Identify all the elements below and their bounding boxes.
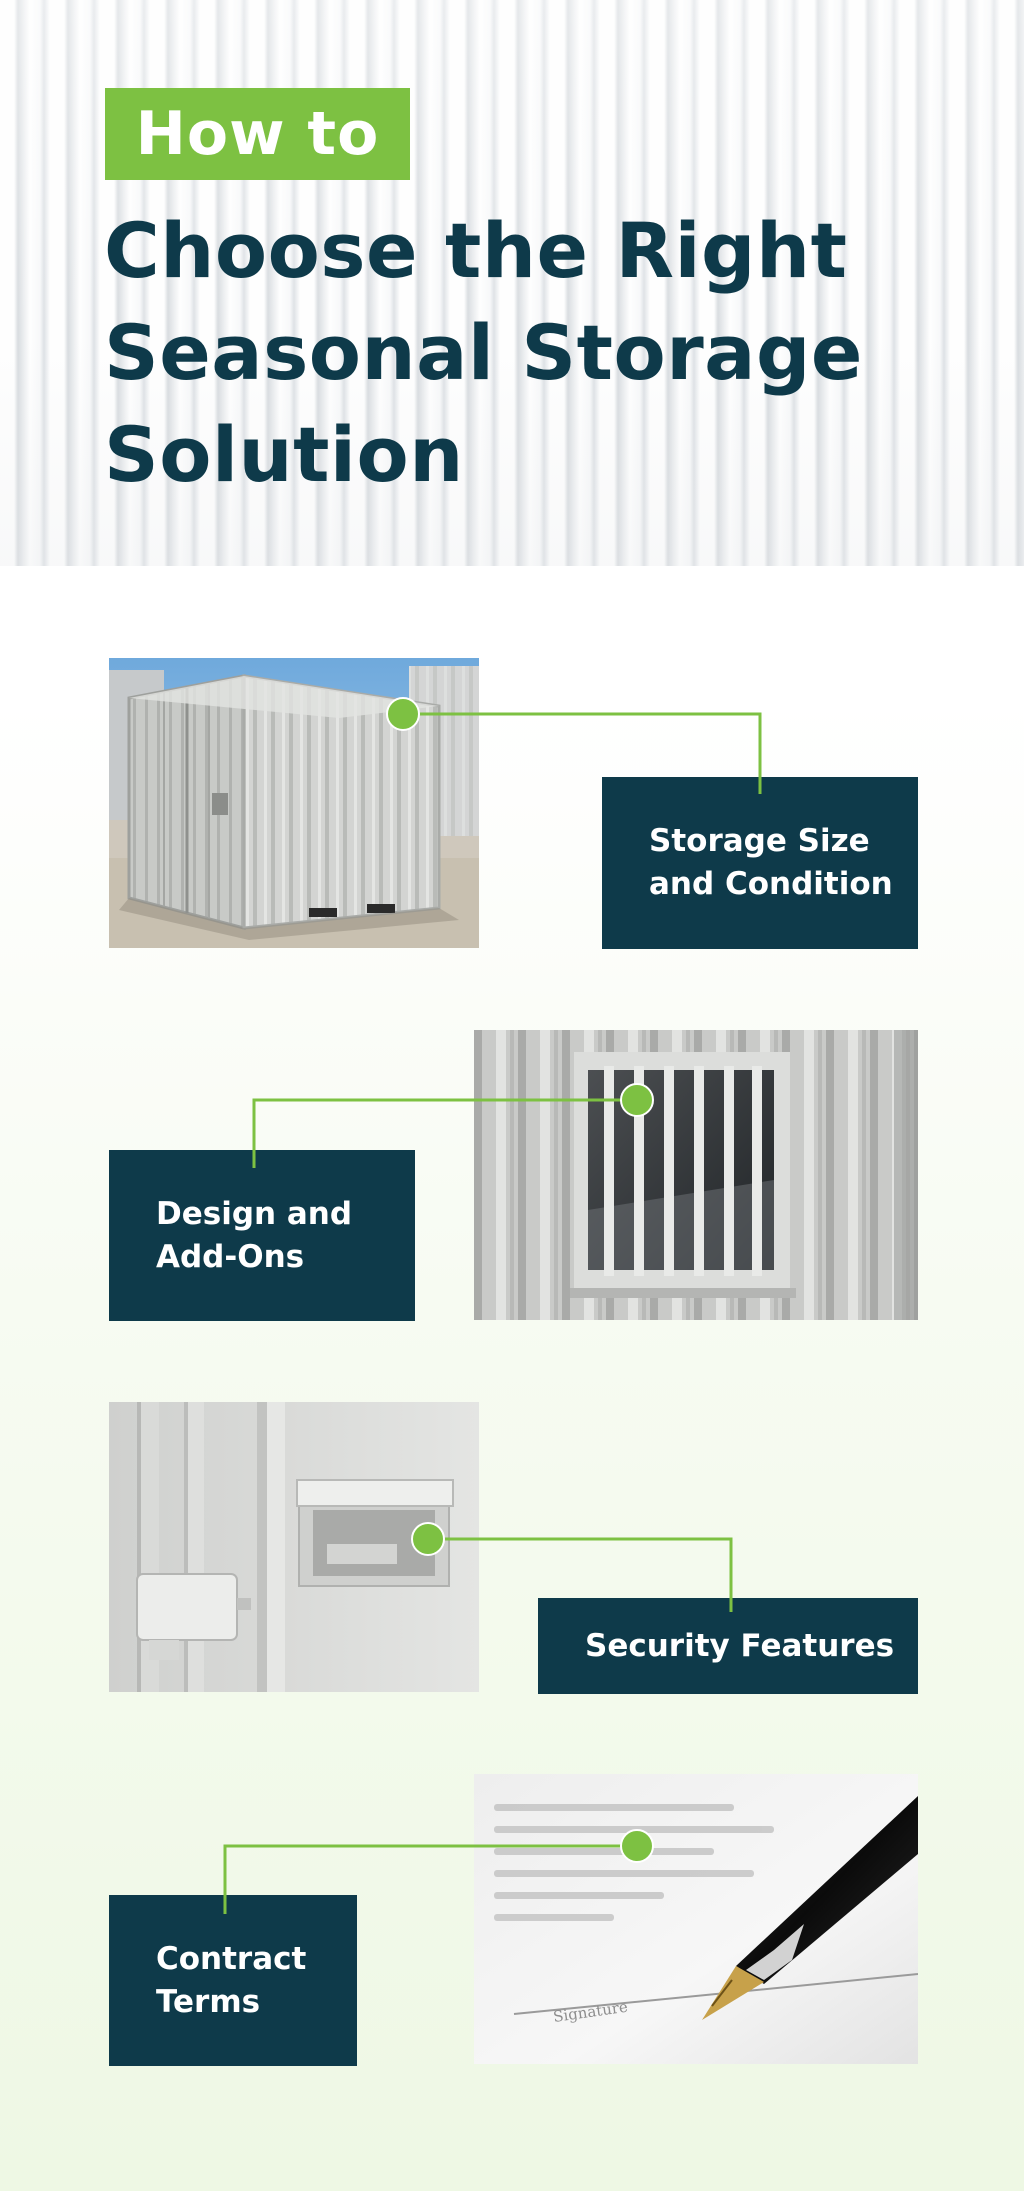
contract-terms-label-line-1: Contract [156, 1940, 307, 1977]
barred-window-photo [474, 1030, 918, 1320]
contract-terms-label: Contract Terms [109, 1895, 357, 2066]
contract-terms-label-line-2: Terms [156, 1983, 261, 2020]
lockbox-photo [109, 1402, 479, 1692]
storage-container-photo [109, 658, 479, 948]
design-addons-label-line-1: Design and [156, 1195, 353, 1232]
security-features-label: Security Features [538, 1598, 918, 1694]
storage-size-label-line-1: Storage Size [649, 823, 870, 859]
design-addons-label-line-2: Add-Ons [156, 1238, 305, 1275]
title-line-1: Choose the Right [104, 206, 848, 295]
design-addons-label: Design and Add-Ons [109, 1150, 415, 1321]
security-features-label-line-1: Security Features [585, 1627, 895, 1664]
storage-size-label-line-2: and Condition [649, 866, 893, 902]
storage-size-label: Storage Size and Condition [602, 777, 918, 949]
title-line-2: Seasonal Storage [104, 308, 863, 397]
how-to-badge: How to [105, 88, 410, 180]
title-line-3: Solution [104, 410, 464, 499]
signature-pen-photo: Signature [474, 1774, 918, 2064]
page-title: Choose the Right Seasonal Storage Soluti… [104, 200, 984, 506]
